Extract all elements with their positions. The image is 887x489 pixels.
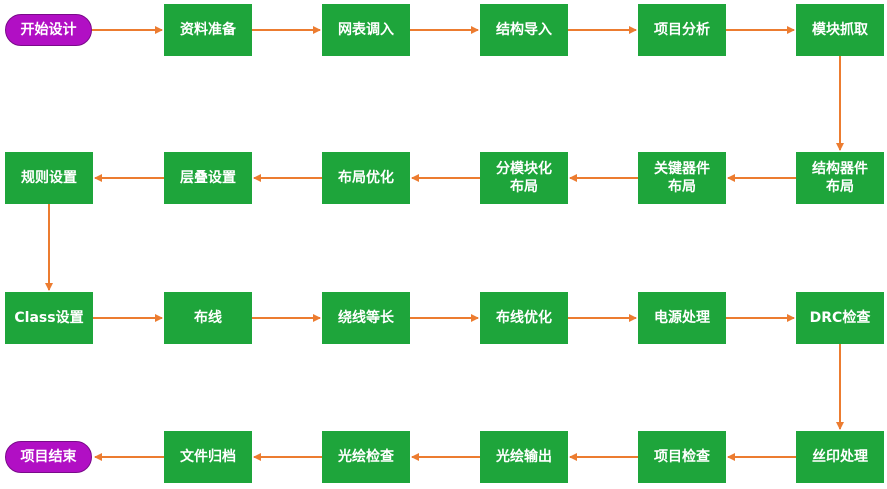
end-terminal: 项目结束 <box>5 441 92 473</box>
key-device-layout-step: 关键器件 布局 <box>638 152 726 204</box>
layout-optimize-step: 布局优化 <box>322 152 410 204</box>
module-layout-step: 分模块化 布局 <box>480 152 568 204</box>
power-processing-step: 电源处理 <box>638 292 726 344</box>
start-terminal: 开始设计 <box>5 14 92 46</box>
drc-check-step: DRC检查 <box>796 292 884 344</box>
netlist-import-step: 网表调入 <box>322 4 410 56</box>
gerber-check-step: 光绘检查 <box>322 431 410 483</box>
length-matching-step: 绕线等长 <box>322 292 410 344</box>
project-check-step: 项目检查 <box>638 431 726 483</box>
class-setup-step: Class设置 <box>5 292 93 344</box>
routing-step: 布线 <box>164 292 252 344</box>
file-archive-step: 文件归档 <box>164 431 252 483</box>
stackup-setup-step: 层叠设置 <box>164 152 252 204</box>
structure-device-layout-step: 结构器件 布局 <box>796 152 884 204</box>
routing-optimize-step: 布线优化 <box>480 292 568 344</box>
module-grab-step: 模块抓取 <box>796 4 884 56</box>
project-analysis-step: 项目分析 <box>638 4 726 56</box>
structure-import-step: 结构导入 <box>480 4 568 56</box>
silkscreen-processing-step: 丝印处理 <box>796 431 884 483</box>
rule-setup-step: 规则设置 <box>5 152 93 204</box>
gerber-output-step: 光绘输出 <box>480 431 568 483</box>
data-prep-step: 资料准备 <box>164 4 252 56</box>
